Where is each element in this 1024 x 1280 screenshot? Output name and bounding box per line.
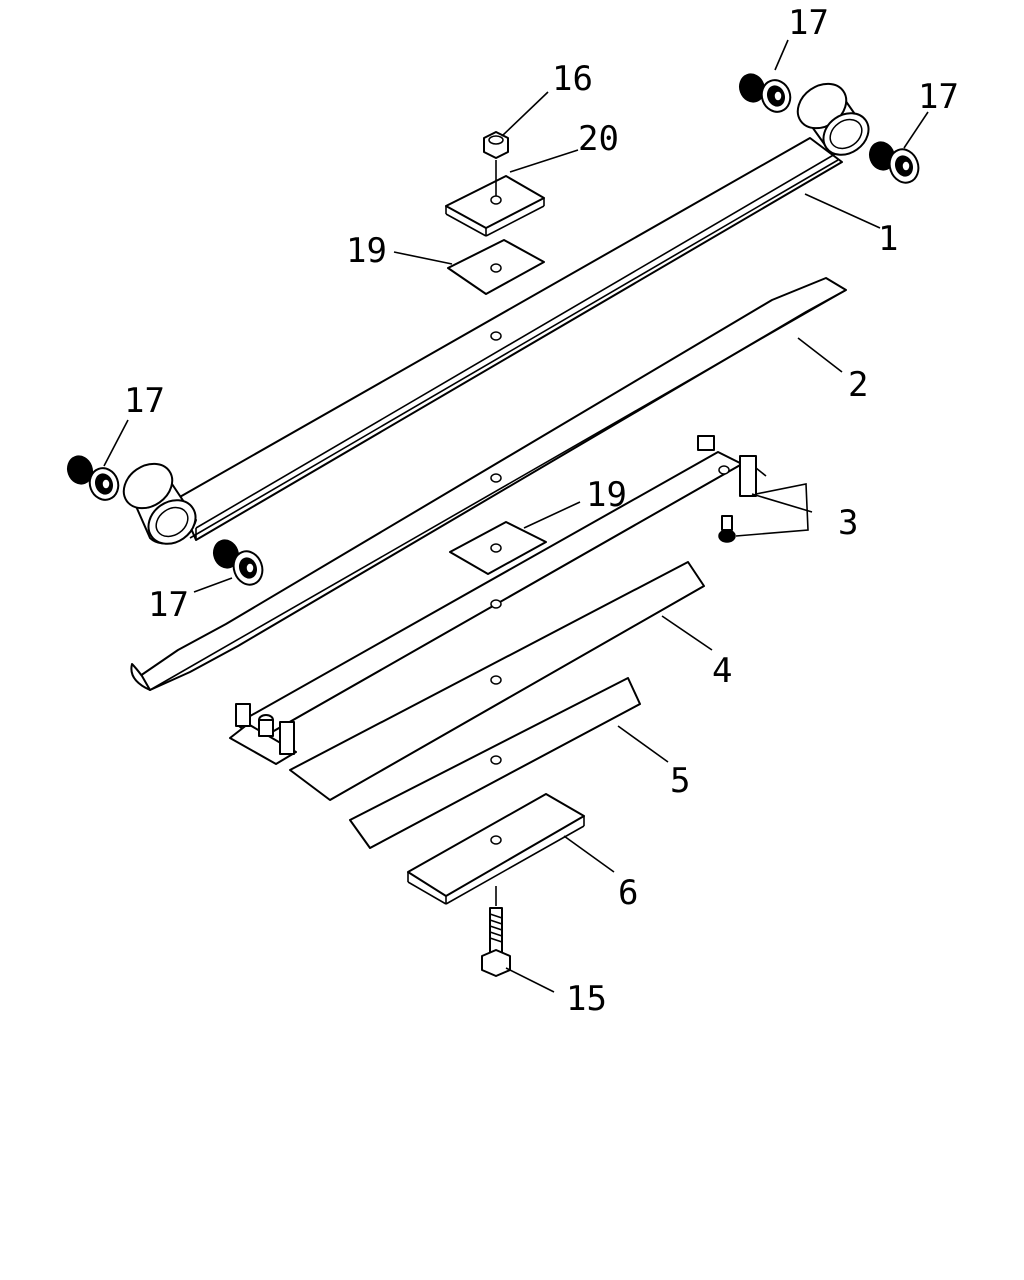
leader-lines — [103, 39, 929, 993]
callout-4: 4 — [712, 651, 732, 691]
callout-labels: 1 2 3 4 5 6 15 16 17 17 17 17 19 19 20 — [124, 3, 959, 1019]
main-leaf-1 — [122, 82, 870, 545]
leaf-2 — [130, 277, 847, 691]
callout-17-top-right: 17 — [918, 77, 959, 117]
spacer-pad-19-top — [447, 239, 545, 295]
rebound-clip-front — [235, 703, 295, 755]
rebound-clip-rear — [697, 435, 767, 497]
nut-16 — [483, 131, 509, 196]
callout-19-top: 19 — [346, 231, 387, 271]
bushing-17-bottom — [212, 539, 264, 586]
leaf-6 — [407, 793, 585, 905]
spacer-plate-20 — [445, 175, 545, 237]
spacer-pad-19-middle — [449, 521, 547, 575]
callout-17-bottom: 17 — [148, 585, 189, 625]
center-bolt-15 — [481, 886, 511, 977]
bushing-17-top-right — [868, 141, 920, 184]
callout-3: 3 — [838, 503, 858, 543]
leaf-eye-left — [122, 462, 197, 545]
callout-17-left: 17 — [124, 381, 165, 421]
clip-bolt — [718, 515, 736, 543]
leaf-4 — [289, 561, 705, 801]
leaf-3 — [229, 435, 767, 765]
bushing-17-left — [66, 455, 120, 501]
callout-20: 20 — [578, 119, 619, 159]
callout-5: 5 — [670, 761, 690, 801]
bushing-17-top-left — [738, 73, 792, 113]
callout-1: 1 — [878, 219, 898, 259]
callout-6: 6 — [618, 873, 638, 913]
callout-16: 16 — [552, 59, 593, 99]
callout-2: 2 — [848, 365, 868, 405]
callout-15: 15 — [566, 979, 607, 1019]
leaf-5 — [349, 677, 641, 849]
callout-17-top-left: 17 — [788, 3, 829, 43]
callout-19-middle: 19 — [586, 475, 627, 515]
leaf-eye-right — [796, 82, 870, 156]
